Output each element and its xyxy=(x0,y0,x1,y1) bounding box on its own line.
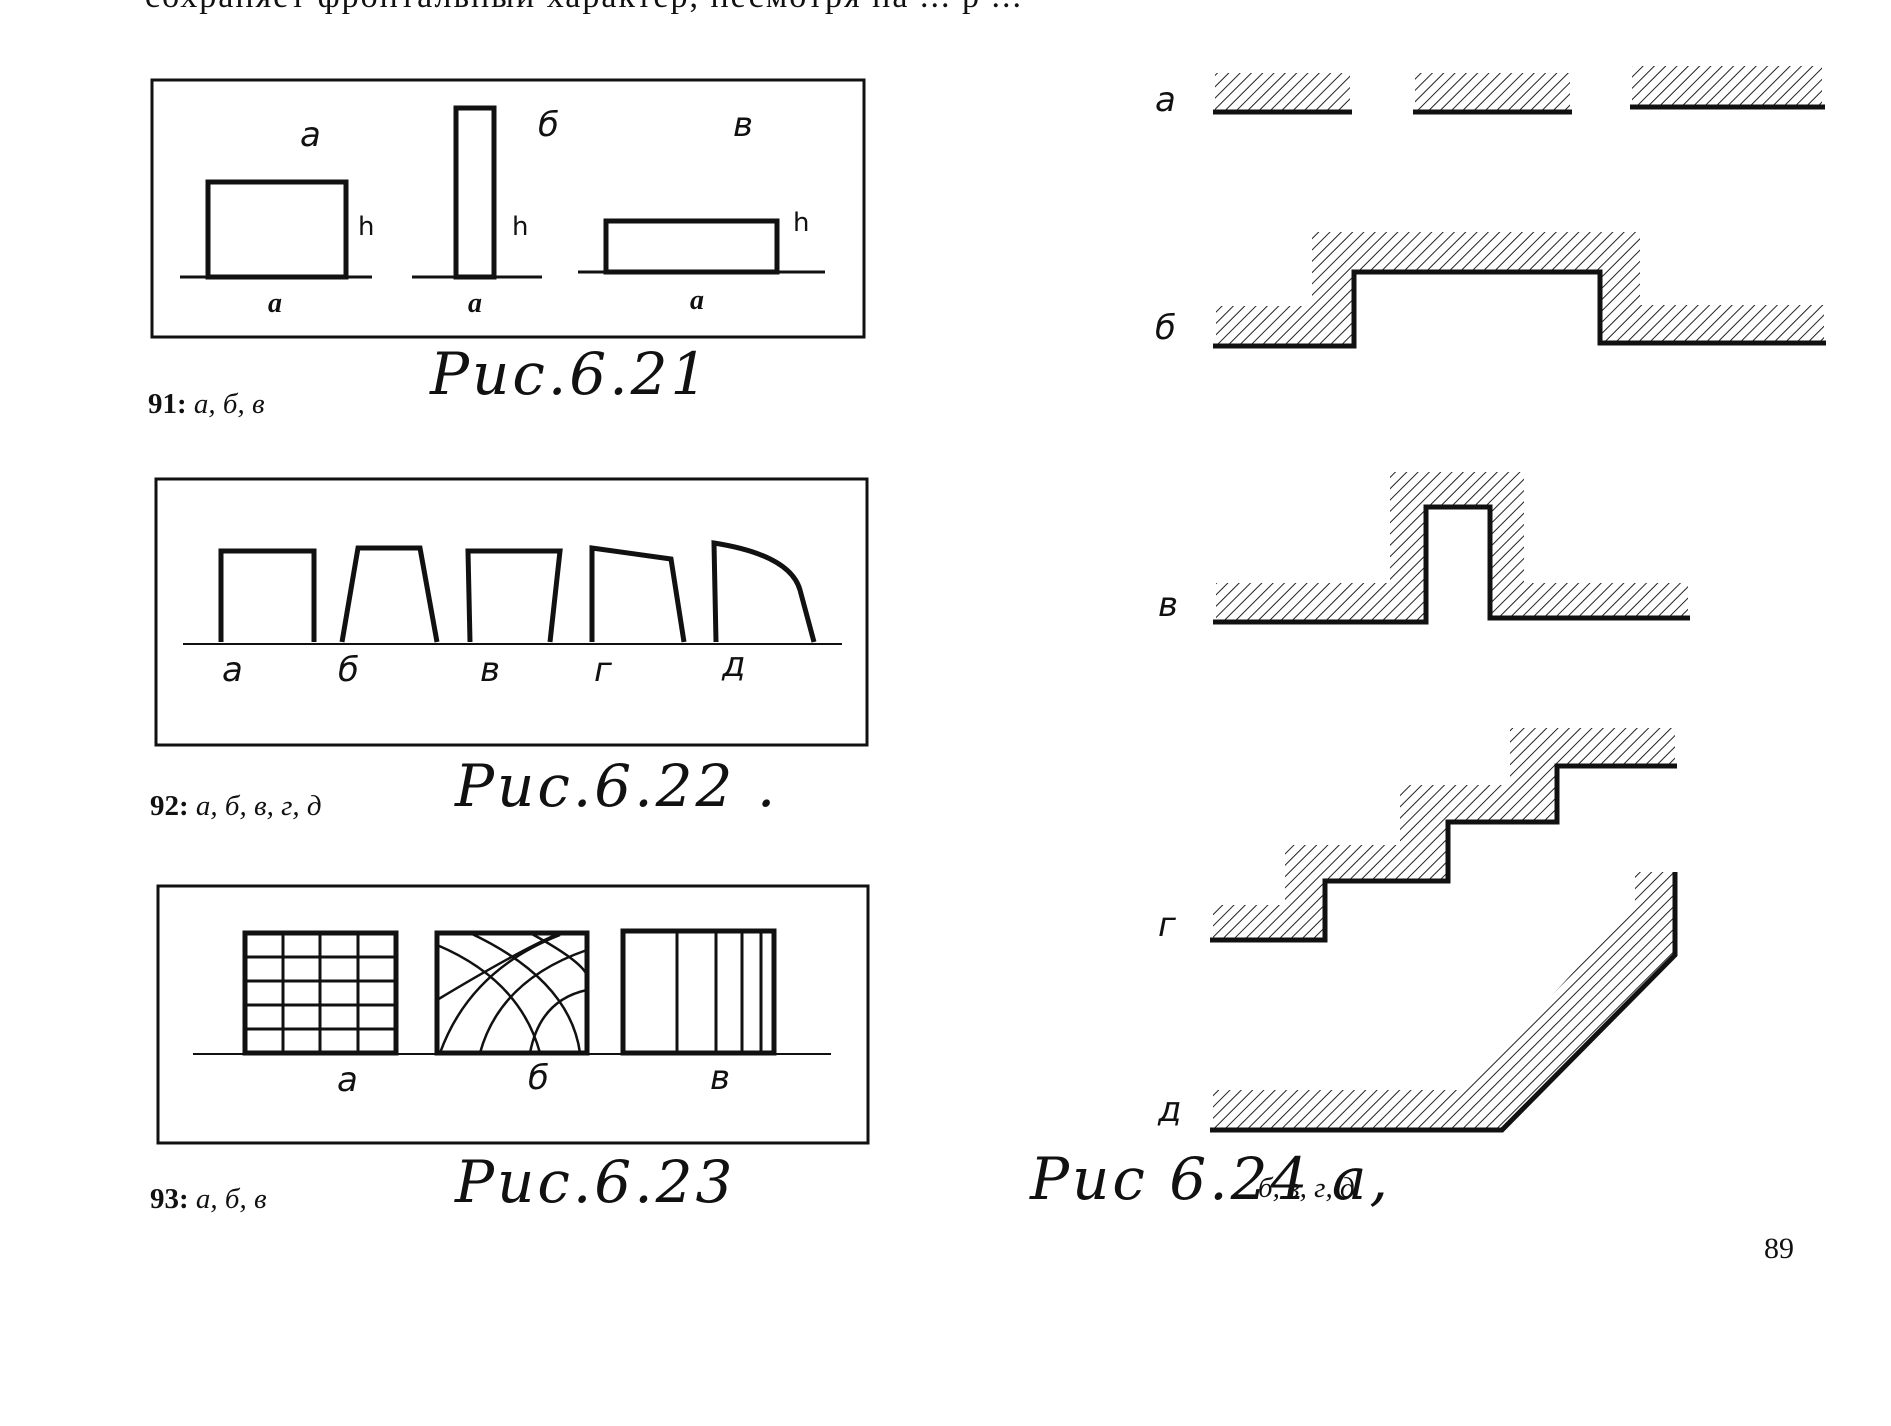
fig621-caption: 91: а, б, в xyxy=(148,388,265,421)
fig621-shape-v xyxy=(603,218,780,275)
fig622-caption-letters: а, б, в, г, д xyxy=(195,790,322,822)
fig624-row-g xyxy=(1210,728,1677,943)
fig622-shape-d xyxy=(711,540,817,643)
page-number: 89 xyxy=(1764,1232,1794,1265)
fig621-caption-letters: а, б, в xyxy=(193,388,265,420)
fig622-caption: 92: а, б, в, г, д xyxy=(150,790,322,823)
fig623-handwritten: Рис.6.23 xyxy=(455,1148,736,1216)
fig623-frame xyxy=(156,884,870,1145)
fig623-caption-letters: а, б, в xyxy=(195,1183,267,1215)
fig624-label-g: г xyxy=(1158,905,1176,945)
fig624-handwritten: Рис 6.24 а, xyxy=(1030,1145,1391,1213)
fig622-frame xyxy=(154,477,869,747)
fig621-base-a: а xyxy=(268,288,282,319)
fig621-label-v: в xyxy=(733,105,754,145)
fig622-shape-a xyxy=(218,548,317,642)
fig623-label-v: в xyxy=(710,1058,731,1098)
fig622-handwritten: Рис.6.22 . xyxy=(455,752,779,820)
fig621-base-b: а xyxy=(468,288,482,319)
figure-6-24 xyxy=(1210,66,1826,1133)
fig621-h-a: h xyxy=(358,212,375,242)
fig622-caption-num: 92: xyxy=(150,790,189,822)
fig621-frame xyxy=(150,78,866,339)
fig624-caption-letters: б, в, г, д xyxy=(1258,1172,1355,1204)
fig624-row-b xyxy=(1213,232,1826,349)
fig621-label-a: а xyxy=(300,115,321,155)
fig624-row-v xyxy=(1213,472,1690,625)
fig624-label-v: в xyxy=(1158,585,1179,625)
fig622-label-b: б xyxy=(338,650,359,690)
fig624-label-b: б xyxy=(1155,308,1176,348)
fig621-label-b: б xyxy=(538,105,559,145)
fig622-shape-b xyxy=(339,545,440,643)
fig624-label-d: д xyxy=(1158,1090,1182,1130)
fig623-shape-a xyxy=(242,930,399,1056)
fig621-h-b: h xyxy=(512,212,529,242)
fig622-shape-v xyxy=(465,548,563,643)
fig621-handwritten: Рис.6.21 xyxy=(430,340,711,408)
fig623-caption-num: 93: xyxy=(150,1183,189,1215)
figure-6-21 xyxy=(150,78,866,339)
fig622-label-v: в xyxy=(480,650,501,690)
fig624-label-a: а xyxy=(1155,80,1176,120)
fig623-label-b: б xyxy=(528,1058,549,1098)
cut-off-paragraph: сохраняет фронтальный характер, несмотря… xyxy=(0,0,1891,18)
fig624-row-d xyxy=(1210,872,1678,1133)
fig621-shape-b xyxy=(453,105,497,280)
fig622-label-d: д xyxy=(722,645,746,685)
fig622-shape-g xyxy=(589,545,687,643)
fig623-shape-v xyxy=(620,928,777,1056)
figure-6-22 xyxy=(154,477,869,747)
fig622-label-g: г xyxy=(594,650,612,690)
fig623-label-a: а xyxy=(337,1060,358,1100)
fig624-row-a xyxy=(1213,66,1825,115)
fig621-shape-a xyxy=(205,179,349,280)
figure-6-23 xyxy=(156,884,870,1145)
fig623-caption: 93: а, б, в xyxy=(150,1183,267,1216)
fig622-label-a: а xyxy=(222,650,243,690)
fig621-base-v: а xyxy=(690,285,704,316)
fig621-h-v: h xyxy=(793,208,810,238)
fig623-shape-b xyxy=(434,930,590,1056)
fig621-caption-num: 91: xyxy=(148,388,187,420)
